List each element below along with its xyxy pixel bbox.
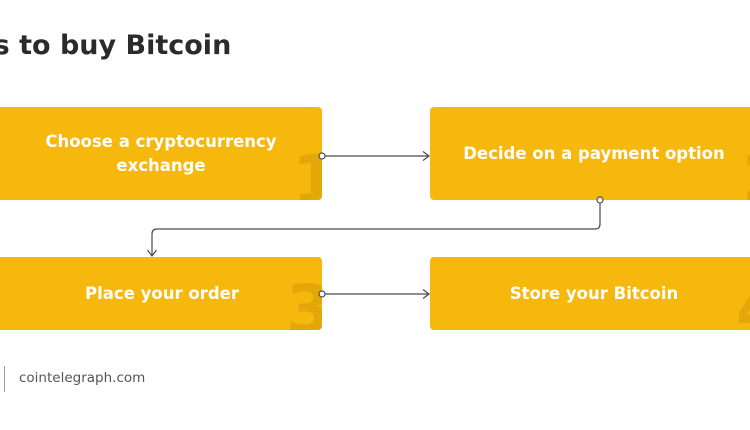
footer-divider [4, 366, 5, 392]
step-label-4: Store your Bitcoin [509, 283, 679, 303]
step-box-3: 3 Place your order [0, 257, 322, 330]
step-number-2: 2 [742, 147, 750, 201]
step-label-3: Place your order [85, 283, 239, 303]
step-number-4: 4 [736, 277, 750, 331]
step-box-4: 4 Store your Bitcoin [430, 257, 750, 330]
step-label-1: Choose a cryptocurrency exchange [45, 131, 277, 175]
connector-3-to-4 [318, 289, 430, 299]
step-number-1: 1 [292, 141, 322, 201]
step-label-2: Decide on a payment option [463, 143, 725, 163]
footer-source: cointelegraph.com [19, 370, 146, 386]
connector-1-to-2 [318, 151, 430, 161]
step-box-2: 2 Decide on a payment option [430, 107, 750, 200]
step-box-1: 1 Choose a cryptocurrency exchange [0, 107, 322, 200]
step-number-3: 3 [286, 271, 322, 331]
connector-2-to-3 [147, 196, 604, 257]
diagram-title: eps to buy Bitcoin [0, 30, 232, 61]
